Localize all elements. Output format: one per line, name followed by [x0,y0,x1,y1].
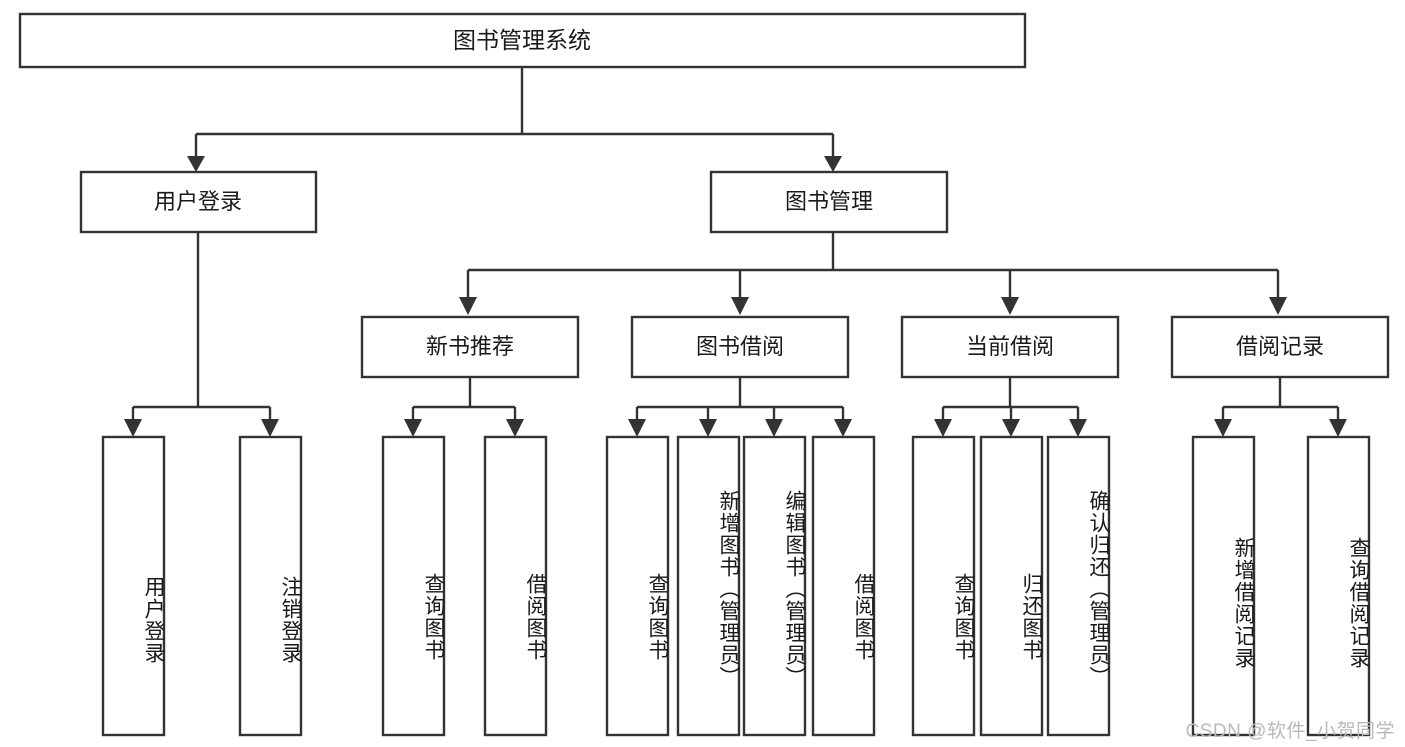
leaf-box-logout[interactable] [238,435,303,737]
node-new-book-recommend[interactable]: 新书推荐 [360,315,580,379]
leaf-box-bb-query-book[interactable] [605,435,670,737]
node-new-book-recommend-box[interactable] [360,315,580,379]
edges-book-borrow-to-leaves [628,377,852,437]
leaf-box-cb-query-book[interactable] [911,435,976,737]
arrowhead-new-book [459,297,477,315]
node-book-manage[interactable]: 图书管理 [709,170,949,234]
node-book-manage-label: 图书管理 [785,189,873,214]
arrowhead-book-manage [824,156,842,172]
node-current-borrow-box[interactable] [900,315,1120,379]
leaf-box-bb-borrow-book[interactable] [811,435,876,737]
arrowhead-cb-query [934,419,952,437]
arrowhead-book-borrow [731,297,749,315]
leaf-box-cb-return-book[interactable] [979,435,1044,737]
leaf-box-bb-add-book[interactable] [676,435,741,737]
node-root-system[interactable]: 图书管理系统 [18,12,1027,69]
edges-root-to-level2 [187,67,842,172]
node-current-borrow-label: 当前借阅 [966,334,1054,359]
arrowhead-br-add [1214,419,1232,437]
arrowhead-nb-query [404,419,422,437]
leaf-boxes [101,435,1371,737]
node-current-borrow[interactable]: 当前借阅 [900,315,1120,379]
node-borrow-record-label: 借阅记录 [1236,334,1324,359]
arrowhead-bb-add [699,419,717,437]
arrowhead-leaf-user-login [124,419,142,437]
arrowhead-leaf-logout [261,419,279,437]
node-book-borrow[interactable]: 图书借阅 [630,315,850,379]
edges-borrow-record-to-leaves [1214,377,1347,437]
arrowhead-br-query [1329,419,1347,437]
arrowhead-cb-return [1002,419,1020,437]
node-user-login-box[interactable] [79,170,318,234]
node-borrow-record-box[interactable] [1170,315,1390,379]
node-borrow-record[interactable]: 借阅记录 [1170,315,1390,379]
leaf-box-nb-borrow-book[interactable] [483,435,548,737]
arrowhead-bb-edit [765,419,783,437]
leaf-box-cb-confirm-return[interactable] [1046,435,1111,737]
csdn-watermark: CSDN @软件_小贺同学 [1185,721,1395,742]
node-book-manage-box[interactable] [709,170,949,234]
leaf-box-bb-edit-book[interactable] [742,435,807,737]
arrowhead-bb-borrow [834,419,852,437]
arrowhead-borrow-record [1269,297,1287,315]
edges-current-borrow-to-leaves [934,377,1087,437]
edges-book-manage-to-level3 [459,232,1287,315]
arrowhead-bb-query [628,419,646,437]
node-user-login-label: 用户登录 [154,189,242,214]
leaf-box-user-login[interactable] [101,435,166,737]
arrowhead-user-login [187,156,205,172]
node-user-login[interactable]: 用户登录 [79,170,318,234]
leaf-box-nb-query-book[interactable] [381,435,446,737]
leaf-box-br-query-record[interactable] [1306,435,1371,737]
node-book-borrow-box[interactable] [630,315,850,379]
arrowhead-nb-borrow [506,419,524,437]
node-root-box[interactable] [18,12,1027,69]
edges-user-login-to-leaves [124,232,279,437]
arrowhead-cb-confirm [1069,419,1087,437]
arrowhead-current-borrow [1001,297,1019,315]
node-new-book-recommend-label: 新书推荐 [426,334,514,359]
node-book-borrow-label: 图书借阅 [696,334,784,359]
leaf-box-br-add-record[interactable] [1191,435,1256,737]
edges-new-book-to-leaves [404,377,524,437]
node-root-label: 图书管理系统 [453,27,591,53]
